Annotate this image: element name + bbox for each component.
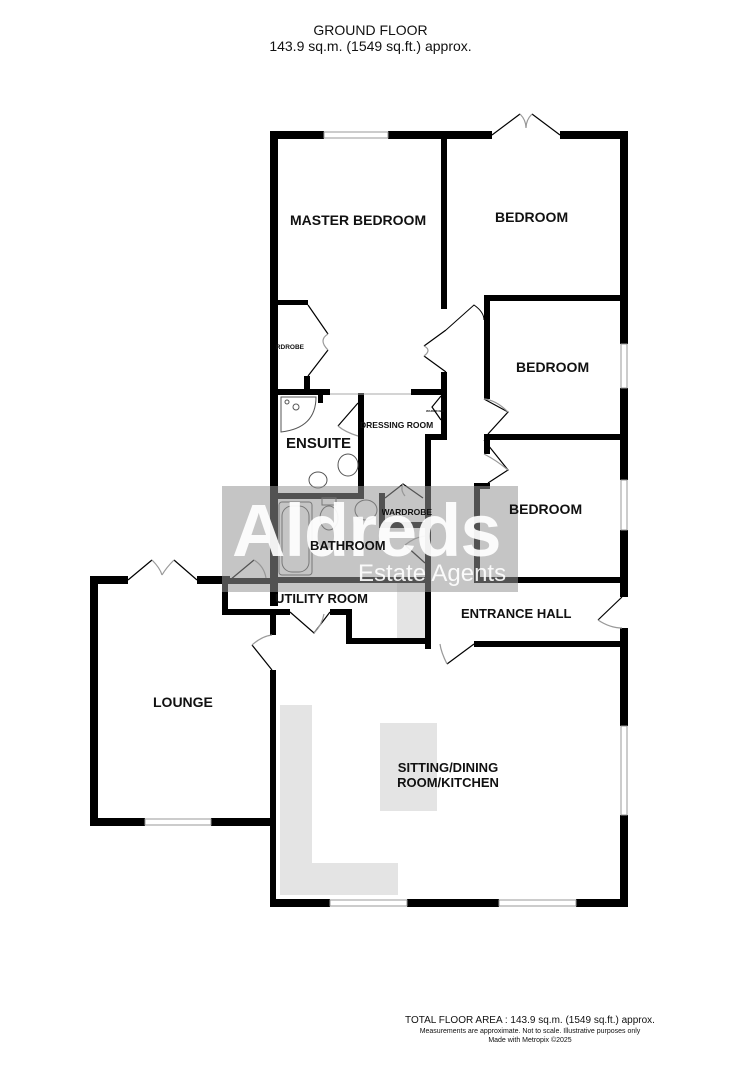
- floor-header: GROUND FLOOR 143.9 sq.m. (1549 sq.ft.) a…: [0, 22, 741, 54]
- footer: TOTAL FLOOR AREA : 143.9 sq.m. (1549 sq.…: [400, 1014, 660, 1045]
- floor-title: GROUND FLOOR: [313, 22, 428, 38]
- room-label-master-bedroom: MASTER BEDROOM: [290, 212, 427, 228]
- room-label-sitting-dining-line1: SITTING/DINING: [397, 760, 499, 775]
- room-label-ensuite: ENSUITE: [286, 435, 352, 452]
- room-label-bedroom-3: BEDROOM: [509, 501, 583, 517]
- room-label-wardrobe-bathroom: WARDROBE: [382, 507, 432, 517]
- watermark-box: [222, 486, 518, 592]
- room-label-bathroom: BATHROOM: [310, 538, 386, 553]
- room-label-bedroom-1: BEDROOM: [495, 209, 569, 225]
- kitchen-units: [280, 583, 437, 895]
- room-label-dressing-room: DRESSING ROOM: [360, 420, 434, 430]
- room-label-utility-room: UTILITY ROOM: [275, 591, 368, 606]
- disclaimer: Measurements are approximate. Not to sca…: [419, 1028, 641, 1035]
- room-label-bedroom-2: BEDROOM: [516, 359, 590, 375]
- windows: [144, 131, 628, 907]
- room-label-lounge: LOUNGE: [153, 694, 213, 710]
- room-label-sitting-dining-line2: ROOM/KITCHEN: [397, 775, 499, 790]
- floor-area: 143.9 sq.m. (1549 sq.ft.) approx.: [269, 38, 472, 54]
- room-label-wardrobe-dressing: WARDROBE: [426, 409, 444, 413]
- watermark-tagline: Estate Agents: [358, 560, 507, 587]
- room-label-sitting-dining-kitchen: SITTING/DINING ROOM/KITCHEN: [392, 760, 504, 790]
- room-label-wardrobe-master: WARDROBE: [276, 344, 304, 351]
- watermark-brand: Aldreds: [232, 489, 502, 572]
- room-label-entrance-hall: ENTRANCE HALL: [461, 606, 572, 621]
- credit: Made with Metropix ©2025: [488, 1037, 572, 1044]
- total-floor-area: TOTAL FLOOR AREA : 143.9 sq.m. (1549 sq.…: [405, 1015, 655, 1026]
